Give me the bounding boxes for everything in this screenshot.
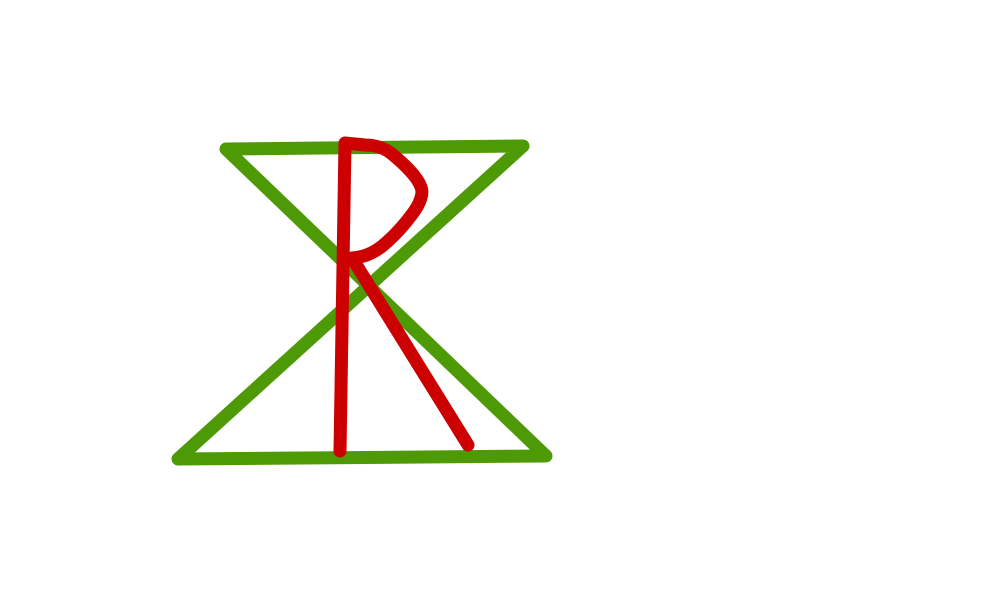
letter-r-stroke [333,136,475,458]
hourglass-outline [171,139,553,466]
